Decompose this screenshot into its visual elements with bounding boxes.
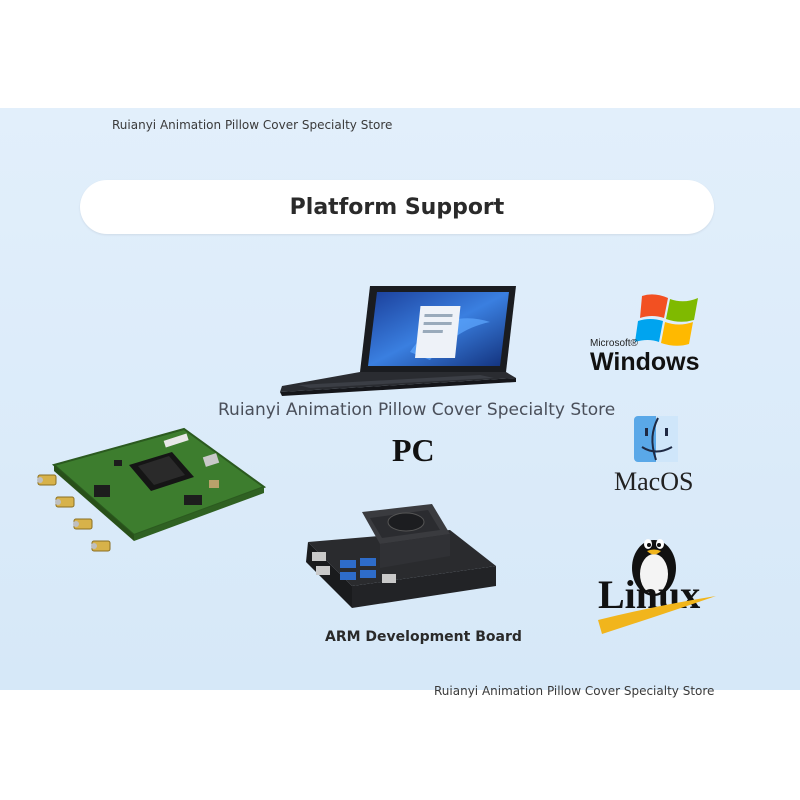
- windows-word: Windows: [590, 348, 700, 376]
- arm-board-icon: [306, 504, 496, 608]
- windows-small-text: Microsoft®: [590, 338, 639, 349]
- watermark-bottom: Ruianyi Animation Pillow Cover Specialty…: [434, 684, 715, 698]
- linux-wordmark: Linux: [598, 572, 716, 634]
- finder-face-icon: [634, 416, 678, 462]
- windows-logo-icon: Microsoft® Windows: [590, 294, 700, 376]
- watermark-top: Ruianyi Animation Pillow Cover Specialty…: [112, 118, 393, 132]
- macos-wordmark: MacOS: [614, 467, 693, 496]
- title-banner: Platform Support: [80, 180, 714, 234]
- sdr-board-icon: [37, 427, 267, 552]
- pc-label: PC: [392, 432, 435, 468]
- watermark-middle: Ruianyi Animation Pillow Cover Specialty…: [218, 400, 616, 420]
- arm-label: ARM Development Board: [325, 629, 522, 645]
- page-title: Platform Support: [289, 194, 505, 220]
- tux-penguin-icon: [632, 539, 676, 596]
- laptop-icon: [280, 286, 516, 396]
- macos-word: MacOS: [614, 467, 693, 496]
